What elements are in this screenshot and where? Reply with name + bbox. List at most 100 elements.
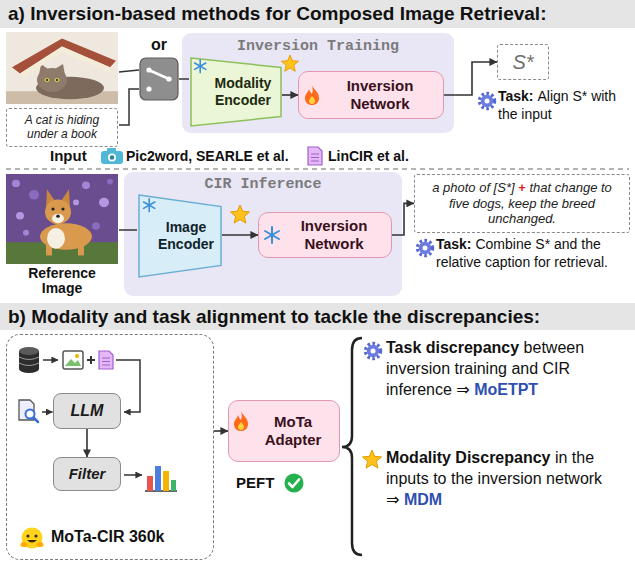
node-text: MoTa Adapter [265,413,322,448]
switch-label: or [138,35,180,54]
text-wrap: Inversion Network [323,77,437,113]
flow-arrow [42,411,53,413]
retrieval-icon [19,400,38,422]
node-text: CIR Inference [204,176,321,193]
node-text: a photo of [S*] [432,180,514,195]
flow-arrow [116,360,140,412]
label-text: Task: [436,236,472,252]
header-band [0,0,635,28]
contribution-note: Task discrepancybetween inversion traini… [386,338,630,400]
query-box: a photo of [S*]+that change to five dogs… [414,174,630,233]
node-text: Inversion Network [301,217,368,252]
flow-arrow [392,203,414,235]
node-text: + [518,180,526,195]
node-text: Filter [69,465,106,482]
task-note: Task:Align S* with the input [498,88,632,123]
flow-arrow [214,430,228,432]
flow-arrow [282,94,298,96]
connectors [87,62,497,457]
node-text: A cat is hiding under a book [25,113,99,141]
node-text: Inversion Network [347,77,414,112]
text-wrap: Modality Encoder [208,75,278,109]
process-box: LLM [53,393,121,429]
section-heading: b) Modality and task alignment to tackle… [8,303,630,330]
text-wrap: Inversion Training [182,38,454,56]
encoder-block: Modality Encoder [190,57,282,127]
task-icon [479,93,494,108]
text-wrap: S* [500,50,546,74]
input-switch [140,58,178,100]
wire [119,229,137,231]
text-wrap: MoTa Adapter [251,413,335,449]
label-text: Input [50,147,87,164]
image-caption: Reference Image [14,266,110,297]
wire [119,89,139,125]
network-box: Inversion Network [298,71,444,119]
stage-panel: Inversion TrainingModality Encoder Invers… [182,33,454,133]
brace [342,338,362,555]
text-wrap: Inversion Network [283,217,385,253]
modality-star [362,450,381,468]
flow-arrow [86,429,88,457]
label-text: Pic2word, SEARLE et al. [126,148,289,164]
flow-arrow [43,359,58,361]
modality-star [281,55,298,71]
flow-arrow [444,62,497,95]
score-chart [145,466,177,491]
trainable-icon [305,85,319,105]
node-text: S* [512,51,533,73]
database-icon [19,347,39,373]
image-icon [101,148,123,164]
text-wrap: a photo of [S*]+that change to five dogs… [421,180,623,227]
separator [6,168,629,170]
check-icon [285,474,304,493]
frozen-icon [144,199,155,212]
text-input-box: A cat is hiding under a book [6,108,118,147]
adapter-box: MoTa Adapter [228,400,340,462]
encoder-block: Image Encoder [138,194,222,278]
text-wrap: Image Encoder [154,219,218,253]
method-label: Pic2word, SEARLE et al. [126,148,304,165]
label-text: b) Modality and task alignment to tackle… [8,306,540,327]
token-box: S* [497,44,549,80]
dataset-logo [21,528,44,549]
text-wrap: Filter [57,465,117,483]
node-text: Modality Encoder [215,75,272,108]
network-box: Inversion Network [258,212,392,258]
flow-arrow [124,474,142,476]
node-text: Image Encoder [158,219,214,252]
label-text: or [151,36,167,53]
wire [179,78,189,80]
label-text: Reference Image [28,265,96,296]
dog-photo [6,174,118,264]
trapezoid-shape [139,195,221,277]
label-text: LinCIR et al. [328,148,409,164]
node-text: LLM [71,402,104,419]
text-wrap: CIR Inference [124,176,402,194]
method-label: PEFT [236,474,282,492]
task-icon [365,343,380,358]
flow-arrow [222,234,258,236]
label-text: MoETPT [474,381,538,398]
label-text: Task: [498,88,534,104]
node-text: Inversion Training [237,38,399,55]
process-box: Filter [53,457,121,491]
method-label: LinCIR et al. [328,148,438,165]
contribution-note: Modality Discrepancyin the inputs to the… [386,448,630,510]
text-wrap: MoTa-CIR 360k [51,527,211,546]
image-icon [63,351,83,369]
task-icon [417,240,432,255]
plus-symbol [87,356,95,364]
trainable-icon [234,411,248,431]
header-band [0,303,635,330]
text-icon [99,351,113,369]
text-icon [308,147,322,165]
label-text: Task discrepancy [386,339,519,356]
section-heading: a) Inversion-based methods for Composed … [8,0,630,28]
label-text: a) Inversion-based methods for Composed … [8,3,546,24]
dataset-box: MoTa-CIR 360k LLM Filter [6,334,214,560]
trapezoid-shape [191,58,281,126]
node-text: MoTa-CIR 360k [51,528,165,545]
task-note: Task:Combine S* and the relative caption… [436,236,632,271]
